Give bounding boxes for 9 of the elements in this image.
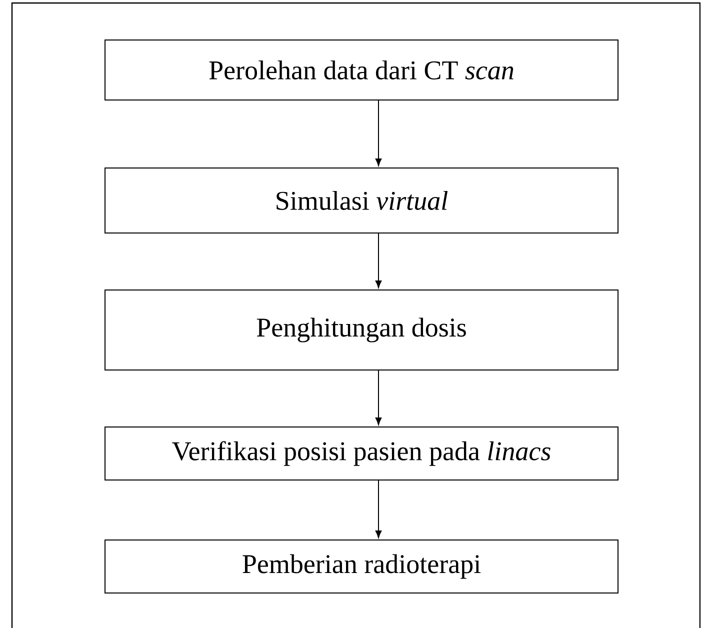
- process-box: Pemberian radioterapi: [104, 539, 618, 594]
- process-box: Perolehan data dari CT scan: [104, 40, 618, 100]
- arrow: [375, 232, 382, 288]
- arrow: [375, 480, 382, 538]
- process-box: Penghitungan dosis: [104, 290, 618, 370]
- process-box: Simulasi virtual: [104, 168, 618, 234]
- arrow: [375, 370, 382, 425]
- arrow: [375, 100, 382, 166]
- process-box: Verifikasi posisi pasien pada linacs: [104, 426, 618, 480]
